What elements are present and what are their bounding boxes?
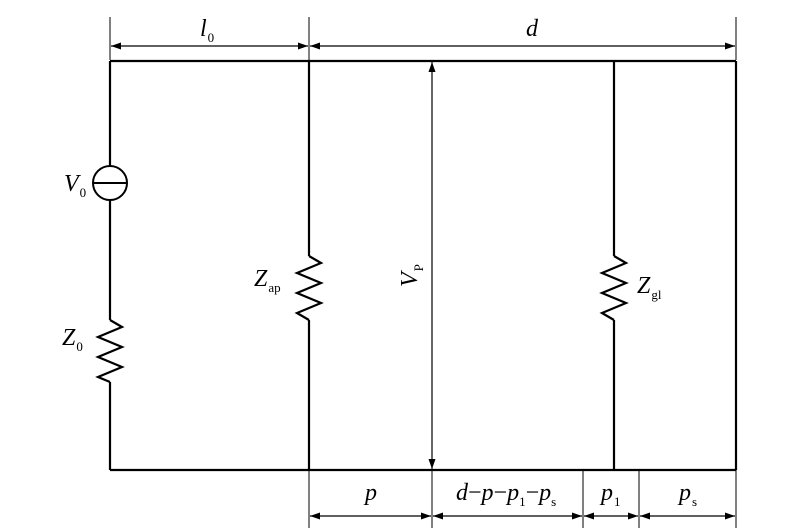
current-source-icon: [92, 165, 128, 201]
label-vp: VP: [397, 264, 426, 287]
label-zgl: Zgl: [637, 273, 662, 302]
zap-resistor-icon: [294, 255, 324, 321]
zgl-resistor-icon: [599, 255, 629, 321]
label-zap: Zap: [254, 266, 281, 295]
label-v0: V0: [64, 171, 86, 200]
label-d: d: [526, 16, 539, 42]
label-p1: p1: [599, 480, 621, 509]
label-z0: Z0: [62, 325, 83, 354]
label-d-p-p1-ps: d−p−p1−ps: [456, 480, 556, 509]
label-ps: ps: [677, 480, 697, 509]
label-p: p: [363, 480, 377, 506]
label-l0: l0: [200, 16, 214, 45]
z0-resistor-icon: [95, 319, 125, 384]
